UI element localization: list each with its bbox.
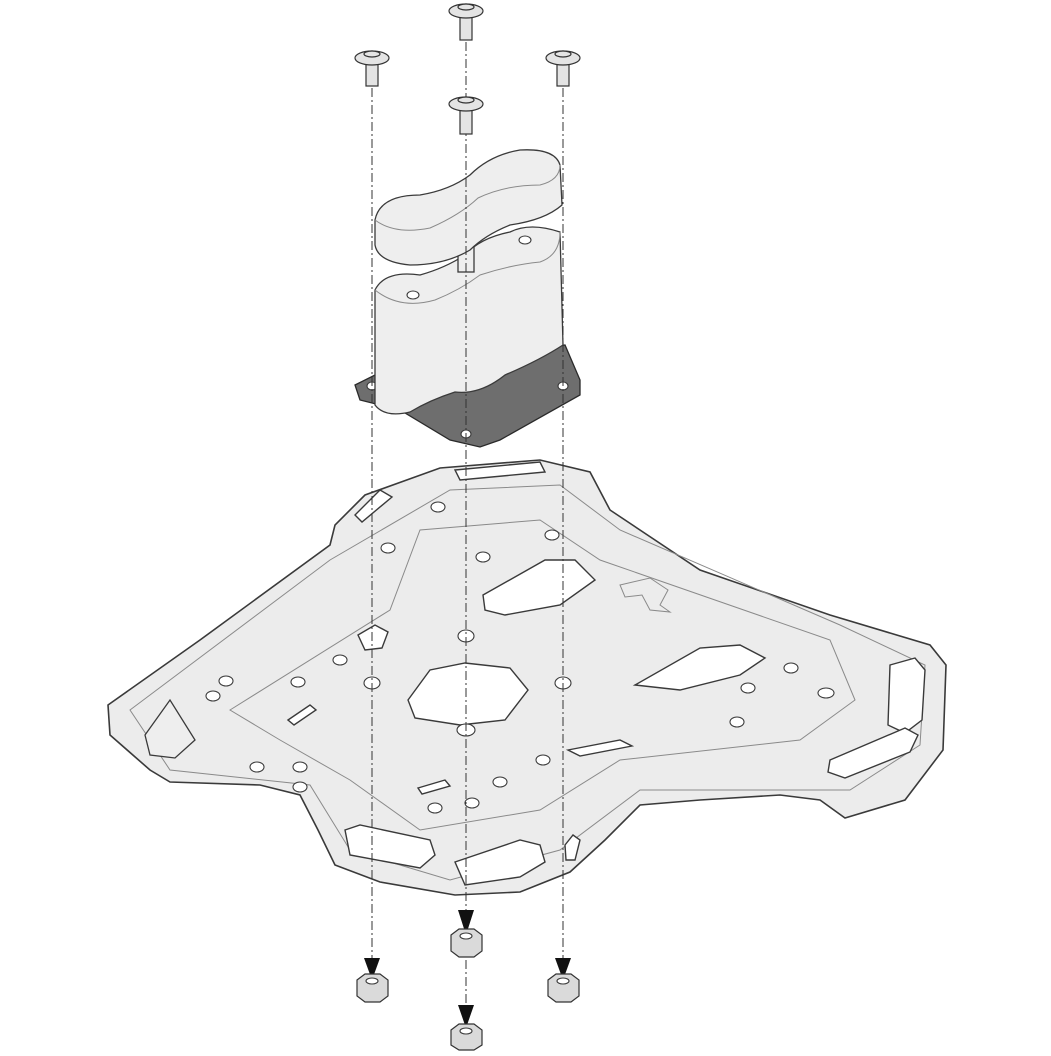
hole	[464, 797, 480, 809]
arrow-up-icon	[364, 958, 380, 980]
nut-center-lower	[450, 1005, 483, 1051]
hole	[430, 501, 446, 513]
hole	[729, 716, 745, 728]
handle-right-top	[887, 657, 926, 734]
logo-mark	[619, 577, 672, 613]
arrow-up-icon	[555, 958, 571, 980]
handle-left	[144, 698, 196, 759]
hole	[292, 781, 308, 793]
hole	[205, 690, 221, 702]
cutout-center	[407, 662, 529, 726]
nuts	[356, 910, 580, 1051]
hole	[332, 654, 348, 666]
hole	[290, 676, 306, 688]
upper-block-top-edge	[374, 164, 561, 231]
hole	[292, 761, 308, 773]
arrow-up-icon	[458, 1005, 474, 1028]
hole	[427, 802, 443, 814]
block-hole	[406, 290, 420, 300]
upper-block-body	[374, 149, 563, 266]
slot-left-angled	[286, 704, 318, 726]
handle-bottom-center	[454, 839, 546, 886]
assembly-axes	[371, 42, 564, 1010]
slot-lower-center	[565, 739, 635, 757]
slot-bottom-right	[564, 834, 581, 861]
block-hole	[518, 235, 532, 245]
hole	[475, 551, 491, 563]
hole	[817, 687, 835, 699]
screw-top-center	[448, 3, 484, 41]
hole	[535, 754, 551, 766]
handle-right-bottom	[827, 727, 919, 779]
lower-block-top-edge	[374, 231, 561, 304]
hole	[249, 761, 265, 773]
rack-plate	[107, 459, 947, 896]
cutout-upper	[482, 559, 597, 616]
mounting-block-upper	[374, 149, 563, 266]
rack-plate-outline	[107, 459, 947, 896]
hole	[740, 682, 756, 694]
hole	[492, 776, 508, 788]
nut-right	[547, 958, 580, 1003]
mounting-holes	[205, 501, 835, 814]
hole	[380, 542, 396, 554]
arrow-up-icon	[458, 910, 474, 935]
hole	[218, 675, 234, 687]
rack-plate-rib-inner	[229, 519, 856, 831]
cutout-small-left	[357, 624, 389, 651]
screws	[354, 3, 581, 135]
hole	[783, 662, 799, 674]
handle-bottom-left	[344, 824, 436, 869]
nut-center-upper	[450, 910, 483, 958]
hole	[544, 529, 560, 541]
screw-left	[354, 50, 390, 87]
screw-center	[448, 96, 484, 135]
slot-top	[453, 461, 547, 481]
nut-left	[356, 958, 389, 1003]
rack-plate-rib	[129, 484, 926, 881]
screw-right	[545, 50, 581, 87]
cutout-right	[632, 644, 767, 691]
slot-lower-left	[416, 779, 452, 795]
